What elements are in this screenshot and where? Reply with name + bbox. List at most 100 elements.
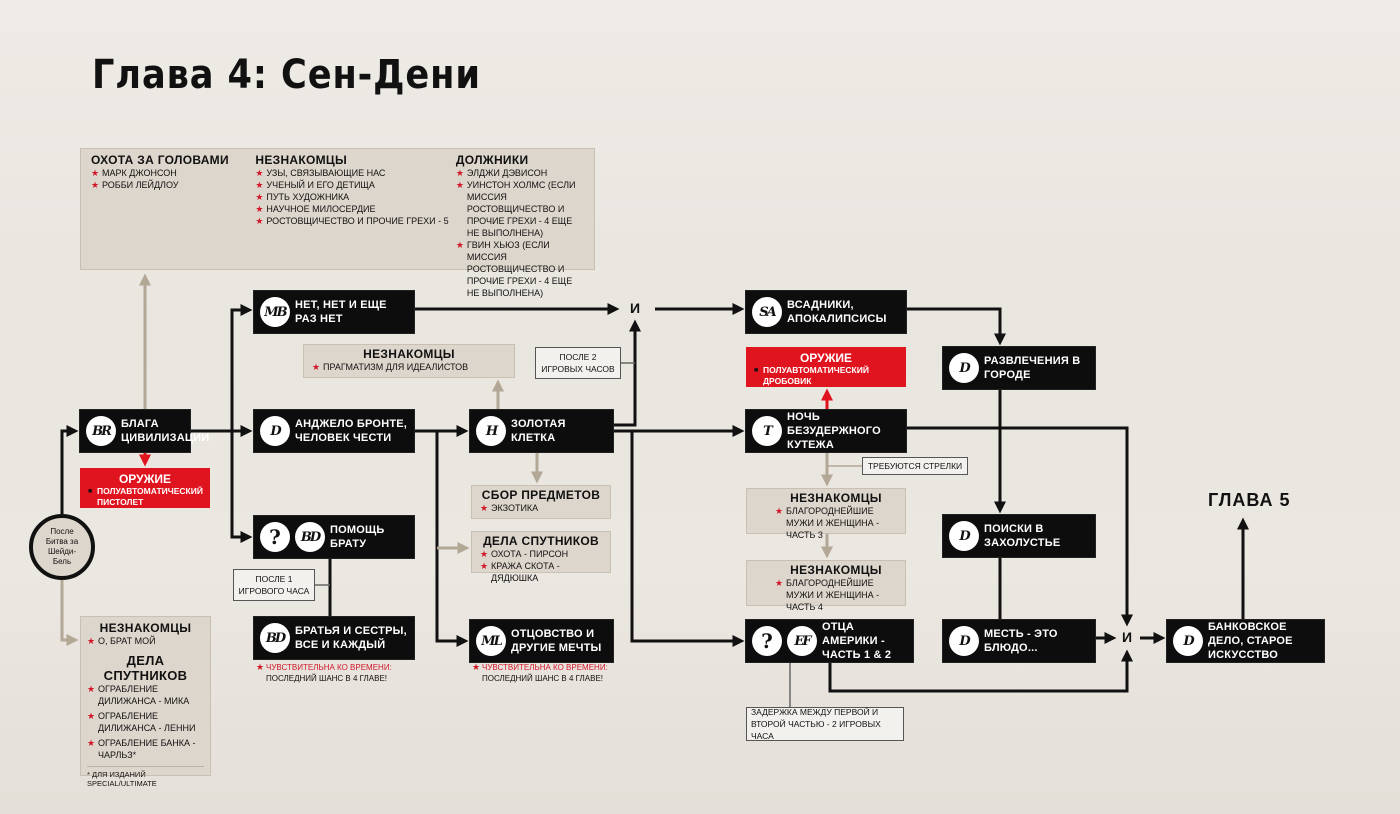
side-activities-box: Охота за головами Марк ДжонсонРобби Лейд… (80, 148, 595, 298)
weapon-heading: Оружие (799, 351, 853, 365)
character-icon: BD (260, 623, 290, 653)
mission-noch[interactable]: TНочь безудержного кутежа (746, 410, 906, 452)
question-icon: ? (752, 626, 782, 656)
list-item: Робби Лейдлоу (91, 179, 251, 191)
character-icon: D (949, 521, 979, 551)
mission-label: Помощь брату (330, 524, 385, 550)
list-item: Научное милосердие (255, 203, 452, 215)
mission-bank[interactable]: DБанковское дело, старое искусство (1167, 620, 1324, 662)
list-item: Охота - Пирсон (480, 548, 602, 560)
list-item: Ограбление банка - Чарльз* (87, 737, 204, 761)
and-junction: И (1122, 629, 1133, 645)
mission-label: Анджело Бронте, человек чести (295, 418, 408, 444)
list-item: О, брат мой (87, 635, 204, 647)
mission-pomosh[interactable]: ?BDПомощь брату (254, 516, 414, 558)
weapon-item: Полуавтоматический дробовик (754, 365, 898, 387)
mission-mest[interactable]: DМесть - это блюдо... (943, 620, 1095, 662)
mission-label: Месть - это блюдо... (984, 628, 1058, 654)
mission-vsadniki[interactable]: SAВсадники, апокалипсисы (746, 291, 906, 333)
condition-after-2-hours: После 2 игровых часов (535, 347, 621, 379)
list-item: Ограбление дилижанса - Мика (87, 683, 204, 707)
strangers-heading: Незнакомцы (255, 153, 348, 167)
mission-label: Нет, нет и еще раз нет (295, 299, 387, 325)
list-item: Кража скота - Дядюшка (480, 560, 602, 584)
list-item: Прагматизм для идеалистов (312, 361, 506, 373)
character-icon: BR (86, 416, 116, 446)
mission-label: Братья и сестры, все и каждый (295, 625, 407, 651)
box-heading: Незнакомцы (790, 491, 882, 505)
character-icon: BD (295, 522, 325, 552)
time-warning: Чувствительна ко времени: (266, 663, 392, 672)
companions-heading: Дела спутников (103, 653, 188, 683)
mission-otcovstvo[interactable]: MLОтцовство и другие мечты (470, 620, 613, 662)
page-title: Глава 4: Сен-Дени (92, 52, 481, 98)
list-item: Ученый и его детища (255, 179, 452, 191)
mission-zolotaya[interactable]: HЗолотая клетка (470, 410, 613, 452)
character-icon: H (476, 416, 506, 446)
mission-otcy[interactable]: ?EFОтца Америки - часть 1 & 2 (746, 620, 913, 662)
box-heading: Незнакомцы (363, 347, 455, 361)
strangers-part3-box: НезнакомцыБлагороднейшие мужи и женщина … (746, 488, 906, 540)
time-note-text: Последний шанс в 4 Главе! (482, 674, 604, 683)
condition-gunslingers: Требуются стрелки (862, 457, 968, 475)
debtors-heading: Должники (455, 153, 529, 167)
mission-angelo[interactable]: DАнджело Бронте, человек чести (254, 410, 414, 452)
start-circle: После Битва за Шейди-Бель (29, 514, 95, 580)
list-item: Благороднейшие мужи и женщина - часть 3 (775, 505, 897, 541)
strangers-column: Незнакомцы Узы, связывающие насУченый и … (253, 153, 454, 265)
start-label: После Битва за Шейди-Бель (45, 527, 79, 566)
character-icon: SA (752, 297, 782, 327)
mission-label: Банковское дело, старое искусство (1208, 621, 1293, 661)
collect-box: Сбор предметовЭкзотика (471, 485, 611, 519)
left-side-box: Незнакомцы О, брат мой Дела спутников Ог… (80, 616, 211, 788)
weapon-item: Полуавтоматический пистолет (88, 486, 203, 508)
companions-box: Дела спутниковОхота - ПирсонКража скота … (471, 531, 611, 583)
character-icon: ML (476, 626, 506, 656)
time-sensitive-note: Чувствительна ко времени: Последний шанс… (472, 662, 642, 684)
mission-bratya[interactable]: BDБратья и сестры, все и каждый (254, 617, 414, 659)
list-item: Ростовщичество и прочие грехи - 5 (255, 215, 452, 227)
list-item: Гвин Хьюз (если миссия Ростовщичество и … (456, 239, 584, 299)
debtors-column: Должники Элджи ДэвисонУинстон Холмс (есл… (454, 153, 586, 298)
mission-net[interactable]: MBНет, нет и еще раз нет (254, 291, 414, 333)
weapon-reward-pistol: ОружиеПолуавтоматический пистолет (80, 468, 210, 508)
mission-label: Ночь безудержного кутежа (787, 411, 881, 451)
character-icon: D (1173, 626, 1203, 656)
mission-label: Поиски в захолустье (984, 523, 1061, 549)
weapon-heading: Оружие (118, 472, 172, 486)
question-icon: ? (260, 522, 290, 552)
and-junction: И (630, 300, 641, 316)
mission-label: Всадники, апокалипсисы (787, 299, 887, 325)
time-note-text: Последний шанс в 4 Главе! (266, 674, 388, 683)
list-item: Экзотика (480, 502, 602, 514)
footnote: * Для изданий Special/Ultimate (87, 766, 204, 788)
character-icon: T (752, 416, 782, 446)
mission-blaga[interactable]: BRБлага цивилизации (80, 410, 209, 452)
mission-poiski[interactable]: DПоиски в захолустье (943, 515, 1095, 557)
time-warning: Чувствительна ко времени: (482, 663, 608, 672)
character-icon: D (260, 416, 290, 446)
list-item: Путь художника (255, 191, 452, 203)
chapter-5-label: Глава 5 (1208, 490, 1291, 510)
bounty-heading: Охота за головами (91, 153, 229, 167)
character-icon: MB (260, 297, 290, 327)
mission-razvlech[interactable]: DРазвлечения в городе (943, 347, 1095, 389)
character-icon: D (949, 353, 979, 383)
strangers-heading: Незнакомцы (99, 621, 192, 635)
list-item: Элджи Дэвисон (456, 167, 584, 179)
mission-label: Отца Америки - часть 1 & 2 (822, 621, 892, 661)
character-icon: EF (787, 626, 817, 656)
bounty-column: Охота за головами Марк ДжонсонРобби Лейд… (89, 153, 253, 265)
mission-label: Блага цивилизации (121, 418, 210, 444)
list-item: Узы, связывающие нас (255, 167, 452, 179)
time-sensitive-note: Чувствительна ко времени: Последний шанс… (256, 662, 426, 684)
condition-after-1-hour: После 1 игрового часа (233, 569, 315, 601)
mission-label: Развлечения в городе (984, 355, 1081, 381)
strangers-pragmatism-box: НезнакомцыПрагматизм для идеалистов (303, 344, 515, 378)
list-item: Ограбление дилижанса - Ленни (87, 710, 204, 734)
list-item: Уинстон Холмс (если миссия Ростовщичеств… (456, 179, 584, 239)
condition-delay: Задержка между первой и второй частью - … (746, 707, 904, 741)
mission-label: Золотая клетка (511, 418, 566, 444)
list-item: Благороднейшие мужи и женщина - часть 4 (775, 577, 897, 613)
